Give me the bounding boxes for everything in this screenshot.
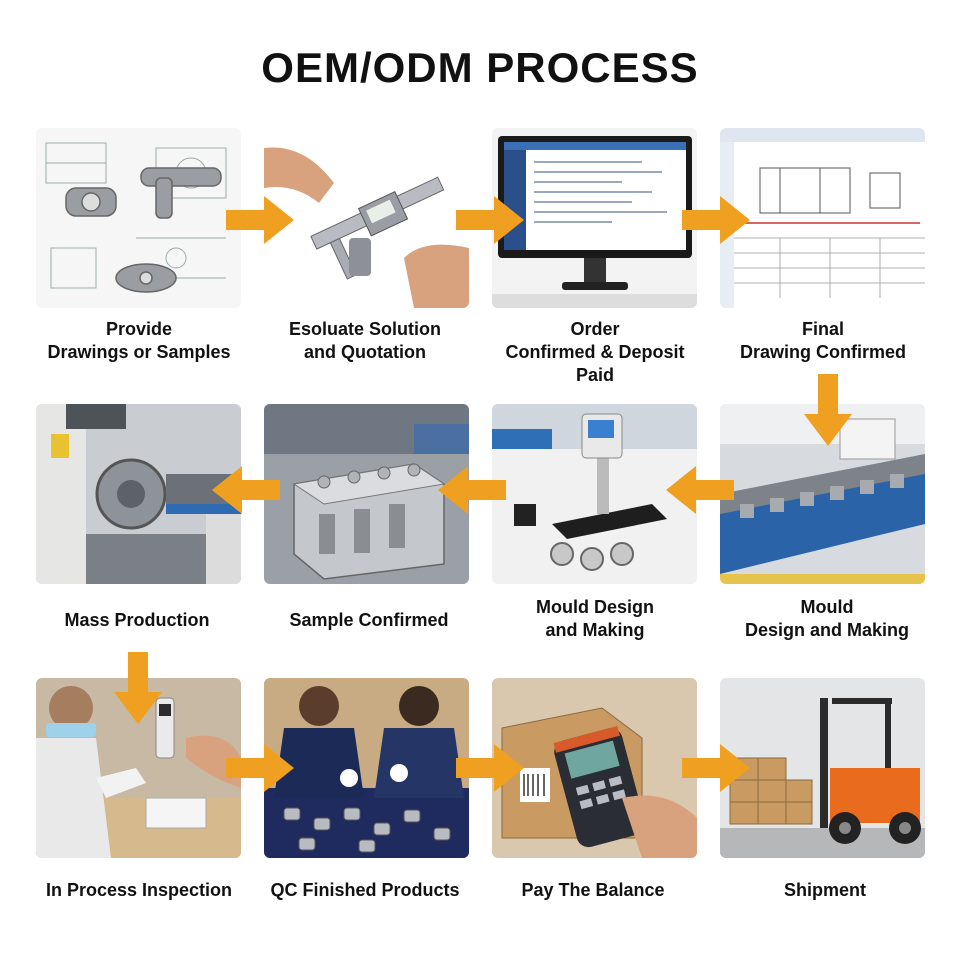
step-label-mass-production: Mass Production — [64, 610, 210, 630]
mass-production-image — [36, 404, 241, 584]
step-label-qc-finished-products: QC Finished Products — [270, 880, 460, 900]
arrow-left-icon — [438, 466, 506, 514]
step-label-mould-design-making-right: Mould Design and Making — [744, 597, 910, 640]
qc-finished-products-image — [264, 678, 469, 858]
computer-monitor-image — [492, 128, 697, 308]
arrow-right-icon — [682, 196, 750, 244]
step-label-shipment: Shipment — [783, 880, 866, 900]
step-label-in-process-inspection: In Process Inspection — [45, 880, 233, 900]
final-drawing-image — [720, 128, 925, 308]
arrow-right-icon — [226, 744, 294, 792]
arrow-down-icon — [114, 652, 162, 724]
step-label-evaluate-solution: Esoluate Solution and Quotation — [288, 319, 441, 362]
arrow-left-icon — [666, 466, 734, 514]
mould-design-instrument-image — [492, 404, 697, 584]
arrow-left-icon — [212, 466, 280, 514]
arrow-right-icon — [456, 744, 524, 792]
drawings-samples-image — [36, 128, 241, 308]
step-label-mould-design-making: Mould Design and Making — [536, 597, 654, 640]
step-label-final-drawing: Final Drawing Confirmed — [739, 319, 906, 362]
arrow-right-icon — [456, 196, 524, 244]
arrow-right-icon — [226, 196, 294, 244]
sample-confirmed-image — [264, 404, 469, 584]
step-label-sample-confirmed: Sample Confirmed — [289, 610, 449, 630]
arrow-right-icon — [682, 744, 750, 792]
pay-balance-image — [492, 678, 697, 858]
step-label-pay-balance: Pay The Balance — [521, 880, 665, 900]
arrow-down-icon — [804, 374, 852, 446]
mould-making-factory-image — [720, 404, 925, 584]
caliper-measurement-image — [264, 128, 469, 308]
step-label-provide-drawings: Provide Drawings or Samples — [47, 319, 231, 362]
shipment-forklift-image — [720, 678, 925, 858]
step-label-order-confirmed: Order Confirmed & Deposit Paid — [505, 319, 685, 385]
page-title: OEM/ODM PROCESS — [261, 44, 699, 91]
